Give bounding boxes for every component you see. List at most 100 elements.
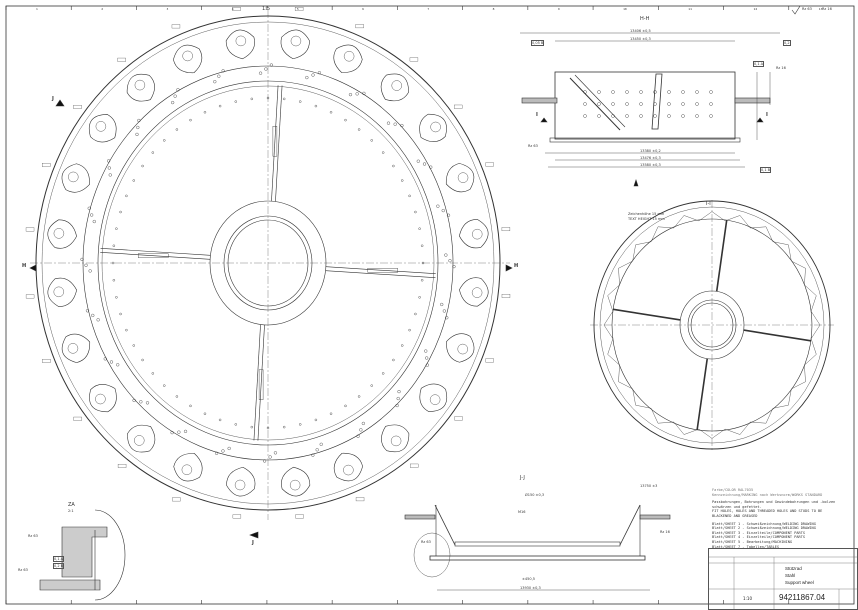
title-block-scale: 1:10 [743,596,752,601]
hole [446,213,451,217]
item-tag [232,514,242,519]
ii-note-en: TEXT HEIGHT 15 mm [628,217,665,221]
item-tag [409,57,419,62]
hole [137,118,141,123]
hole [709,90,713,94]
hole [266,96,270,100]
hole [408,328,411,332]
hole [132,344,135,347]
hole [597,90,601,94]
note-line: schwärzen und gefettet. [712,504,762,509]
hole [88,269,92,273]
za-roughness-2: Rz 63 [18,568,28,572]
zone-number: 3 [166,7,168,11]
hole [112,244,116,247]
hole [151,372,155,375]
hole [85,309,90,313]
hole [611,102,615,106]
hole [109,360,114,364]
hole [653,114,657,118]
hole [401,344,404,347]
jj-dim-1: 13750 ±3 [640,484,658,488]
section-jj-title: J-J [520,475,525,481]
hole [429,165,433,169]
hole [395,403,399,408]
hole [418,227,421,230]
hole [681,114,685,118]
jj-dim-2: Ø150 ±0,3 [525,493,545,497]
za-tol-2: 0,2 B [53,563,65,569]
pocket [225,29,255,60]
hole [392,164,395,168]
hh-roughness-2: Rz 16 [776,66,786,70]
hole [667,90,671,94]
hole [173,94,177,98]
section-jj-view [404,504,671,591]
hole [234,100,237,103]
hh-roughness-1: Rz 63 [528,144,538,148]
pocket [459,219,489,249]
item-tag [294,7,304,11]
spoke [612,308,681,321]
main-plan-view [25,7,513,539]
hole [315,448,319,452]
hole [597,114,601,118]
hole [112,279,116,282]
hole [597,102,601,106]
hole [176,88,180,92]
hole [163,139,166,142]
detail-za-scale: 2:1 [68,509,74,513]
section-arrow-h-right [505,264,513,272]
hole [424,349,428,353]
holes [25,7,511,519]
hole [107,159,111,163]
hole [96,318,100,322]
pocket [127,424,156,453]
zone-number: 10 [623,7,627,11]
spoke [253,324,265,441]
hole [119,312,122,316]
hole [408,194,411,198]
hole [314,418,318,422]
hole [444,253,448,257]
hole [214,451,219,455]
zone-number: 4 [232,7,234,11]
hole [441,208,445,213]
hole [203,412,207,415]
zone-number: 11 [688,7,692,11]
hole [311,453,315,457]
hole [269,63,273,67]
item-tag [501,294,511,298]
hole [132,398,136,403]
hole [115,227,118,230]
jj-roughness-2: Rz 16 [660,530,670,534]
hole [151,151,155,154]
section-mark-i-right: I [766,112,768,118]
hh-dim-1: 13406 ±0,5 [630,29,651,33]
hole [357,395,361,398]
item-tag [410,463,419,468]
hole [436,204,440,208]
hole [84,263,88,267]
hole [639,90,643,94]
hole [108,173,112,177]
hole [175,128,179,131]
hole [171,100,175,105]
pocket [459,277,489,307]
hh-tol-4: 0,1 B [760,167,772,173]
title-de: Stützrad [785,566,802,571]
hh-tol-1: 0,05 B [531,40,545,46]
pocket [173,44,203,74]
hole [266,426,270,430]
item-tag [454,416,463,421]
surface-symbol-rz63: Rz 63 [802,7,812,11]
note-line: Blatt/SHEET 5 - Bearbeitung/MACHINING [712,539,793,544]
hole [203,111,207,114]
hole [583,90,587,94]
title-en: Support wheel [785,580,814,585]
hole [667,102,671,106]
hole [396,396,400,401]
hole [311,73,315,77]
hh-tol-2: 0,2 [783,40,791,46]
